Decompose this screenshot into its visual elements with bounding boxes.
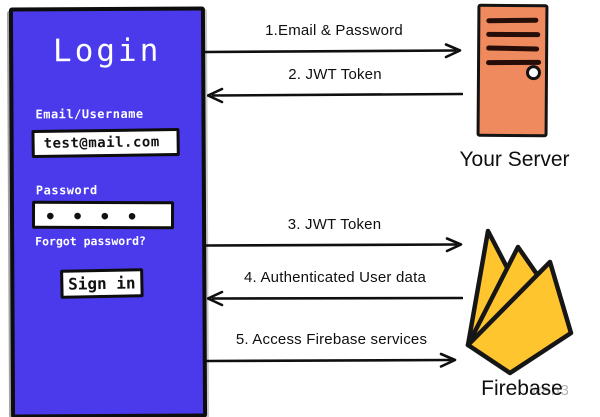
arrow-left-icon: [207, 87, 463, 104]
sign-in-button[interactable]: Sign in: [60, 268, 144, 299]
login-panel: Login Email/Username test@mail.com Passw…: [8, 6, 208, 417]
password-input[interactable]: ● ● ● ●: [31, 200, 175, 230]
email-label: Email/Username: [35, 106, 144, 122]
email-input[interactable]: test@mail.com: [31, 127, 180, 159]
firebase-label: Firebase: [481, 377, 563, 400]
password-masked-value: ● ● ● ●: [46, 208, 143, 222]
server-label: Your Server: [459, 148, 570, 171]
arrow-step-3: 3. JWT Token: [205, 216, 464, 254]
server-icon: [476, 3, 549, 138]
arrow-right-icon: [205, 43, 462, 59]
server-vent-icon: [486, 45, 540, 52]
arrow-right-icon: [205, 352, 457, 368]
server-vent-icon: [486, 59, 542, 65]
server-vent-icon: [486, 17, 539, 23]
arrow-step-5-label: 5. Access Firebase services: [235, 331, 428, 348]
arrow-step-4-label: 4. Authenticated User data: [244, 269, 426, 286]
forgot-password-link[interactable]: Forgot password?: [35, 233, 146, 249]
arrow-step-4: 4. Authenticated User data: [207, 269, 463, 307]
arrow-left-icon: [207, 290, 463, 307]
arrow-step-5: 5. Access Firebase services: [205, 331, 458, 369]
password-label: Password: [35, 183, 98, 198]
email-value: test@mail.com: [43, 134, 160, 152]
watermark-text: web3: [530, 382, 570, 399]
arrow-step-1-label: 1.Email & Password: [265, 22, 403, 39]
arrow-step-3-label: 3. JWT Token: [287, 216, 382, 233]
arrow-right-icon: [205, 237, 463, 253]
server-vent-icon: [486, 31, 541, 37]
arrow-step-2: 2. JWT Token: [207, 66, 463, 104]
firebase-label-group: web3 Firebase: [452, 377, 592, 401]
arrow-step-1: 1.Email & Password: [205, 22, 463, 60]
arrow-step-2-label: 2. JWT Token: [288, 66, 382, 83]
login-title: Login: [52, 32, 162, 70]
firebase-icon: [465, 228, 574, 376]
server-power-button-icon: [525, 65, 542, 81]
